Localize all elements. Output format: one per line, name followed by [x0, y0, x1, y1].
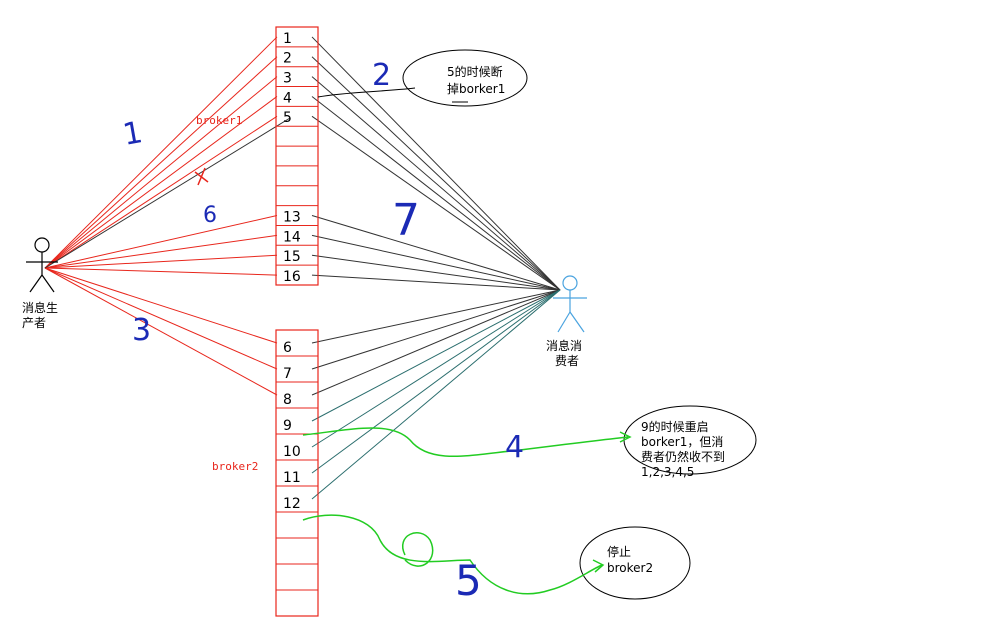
broker1-label: broker1	[196, 114, 242, 127]
broker1-cell: 2	[283, 51, 292, 67]
step-7: 7	[392, 195, 420, 246]
cross-mark	[194, 167, 209, 186]
callout-disconnect: 5的时候断 掉borker1	[317, 49, 528, 107]
producer-line	[44, 36, 278, 269]
broker1-cell: 5	[283, 110, 292, 126]
broker1-column: 1 2 3 4 5 13 14 15 16	[275, 26, 319, 286]
callout2-line3: 费者仍然收不到	[641, 449, 725, 464]
step-4: 4	[505, 430, 524, 465]
consumer-line	[311, 56, 561, 291]
callout2-line1: 9的时候重启	[641, 419, 709, 434]
broker1-cell: 13	[283, 209, 301, 225]
consumer-line	[311, 289, 561, 396]
callout1-line1: 5的时候断	[447, 64, 503, 79]
callout3-line1: 停止	[607, 544, 631, 559]
producer-line	[44, 56, 278, 269]
consumer-line	[311, 274, 561, 291]
callout-restart: 9的时候重启 borker1，但消 费者仍然收不到 1,2,3,4,5	[623, 405, 757, 479]
consumer-label-line2: 费者	[555, 354, 579, 368]
step-numbers: 1 2 3 4 5 6 7	[120, 58, 524, 605]
step-2: 2	[372, 58, 391, 93]
broker2-column: 6 7 8 9 10 11 12	[275, 329, 319, 617]
producer-line	[44, 267, 278, 276]
producer-line	[44, 267, 278, 396]
step-5: 5	[455, 556, 482, 605]
broker2-cell: 8	[283, 392, 292, 408]
step-1: 1	[120, 115, 145, 153]
producer-line	[44, 267, 278, 370]
broker2-cell: 6	[283, 340, 292, 356]
producer-lines	[44, 36, 291, 396]
step-6: 6	[203, 203, 217, 228]
callout2-line2: borker1，但消	[641, 435, 723, 449]
producer-actor-icon	[26, 237, 58, 293]
callout1-line2: 掉borker1	[447, 82, 505, 96]
producer-line	[44, 76, 278, 269]
consumer-line	[311, 254, 561, 291]
broker2-cell: 12	[283, 496, 301, 512]
consumer-line	[311, 289, 561, 344]
producer-line	[44, 115, 278, 269]
broker1-cell: 3	[283, 71, 292, 87]
producer-line	[44, 215, 278, 269]
producer-line	[44, 96, 278, 269]
consumer-line	[311, 289, 561, 370]
consumer-actor-icon	[553, 275, 587, 333]
consumer-line	[311, 115, 561, 291]
broker2-cell: 7	[283, 366, 292, 382]
broker2-cell: 10	[283, 444, 301, 460]
producer-label-line1: 消息生	[22, 300, 58, 315]
producer-line	[44, 254, 278, 269]
callout2-line4: 1,2,3,4,5	[641, 465, 694, 479]
consumer-line	[311, 289, 561, 474]
broker2-label: broker2	[212, 460, 258, 473]
consumer-line	[311, 289, 561, 422]
consumer-line	[311, 234, 561, 291]
broker2-cell: 9	[283, 418, 292, 434]
callout-stop: 停止 broker2	[579, 526, 691, 600]
producer-line	[44, 267, 278, 344]
broker2-cell: 11	[283, 470, 301, 486]
broker1-cell: 16	[283, 269, 301, 285]
broker1-cell: 15	[283, 249, 301, 265]
consumer-line	[311, 96, 561, 291]
consumer-line	[311, 76, 561, 291]
consumer-line	[311, 289, 561, 500]
broker1-cell: 4	[283, 90, 292, 106]
consumer-line	[311, 36, 561, 291]
broker1-cell: 14	[283, 229, 301, 245]
producer-line	[44, 234, 278, 269]
broker1-cell: 1	[283, 31, 292, 47]
consumer-lines	[311, 36, 561, 500]
green-annotation-arrows	[302, 427, 632, 595]
step-3: 3	[132, 313, 151, 348]
consumer-label-line1: 消息消	[546, 338, 582, 353]
consumer-line	[311, 215, 561, 291]
producer-line	[44, 117, 291, 269]
producer-label-line2: 产者	[22, 316, 46, 330]
consumer-line	[311, 289, 561, 448]
callout3-line2: broker2	[607, 561, 653, 575]
